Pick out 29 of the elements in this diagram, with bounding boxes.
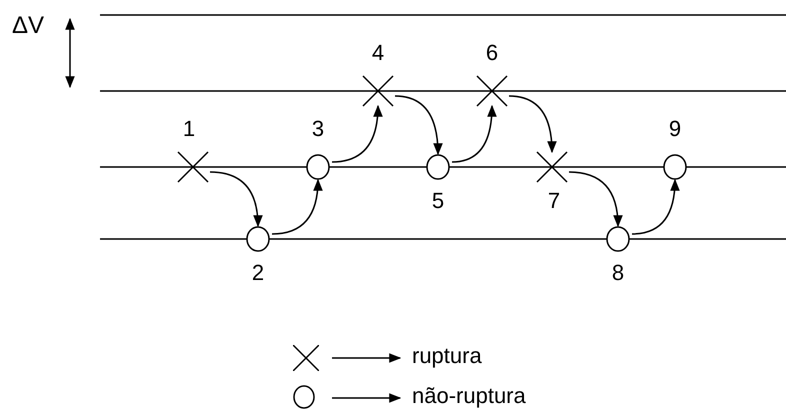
delta-v-label: ΔV xyxy=(12,14,44,38)
circle-mark xyxy=(246,226,270,252)
circle-mark xyxy=(426,154,450,180)
circle-mark xyxy=(663,154,687,180)
cross-mark xyxy=(477,76,507,106)
curved-arrow xyxy=(568,171,622,228)
point-number: 4 xyxy=(370,42,386,64)
curved-arrow xyxy=(332,104,382,163)
point-number: 7 xyxy=(546,190,562,212)
curved-arrow xyxy=(632,178,680,235)
legend-text: ruptura xyxy=(412,344,482,368)
point-number: 9 xyxy=(668,118,682,140)
cross-mark xyxy=(178,152,208,182)
point-number: 1 xyxy=(182,118,196,140)
cross-mark xyxy=(363,76,393,106)
point-number: 8 xyxy=(610,262,626,284)
curved-arrow xyxy=(452,104,496,163)
curved-arrow xyxy=(210,171,262,228)
circle-mark xyxy=(606,226,630,252)
point-number: 3 xyxy=(310,118,326,140)
cross-mark xyxy=(537,152,567,182)
curved-arrow xyxy=(272,178,322,235)
legend-text: não-ruptura xyxy=(412,384,526,408)
curved-arrow xyxy=(394,95,442,156)
point-number: 2 xyxy=(250,262,266,284)
circle-mark xyxy=(306,154,330,180)
point-number: 5 xyxy=(430,190,446,212)
point-number: 6 xyxy=(484,42,500,64)
curved-arrow xyxy=(508,95,556,154)
